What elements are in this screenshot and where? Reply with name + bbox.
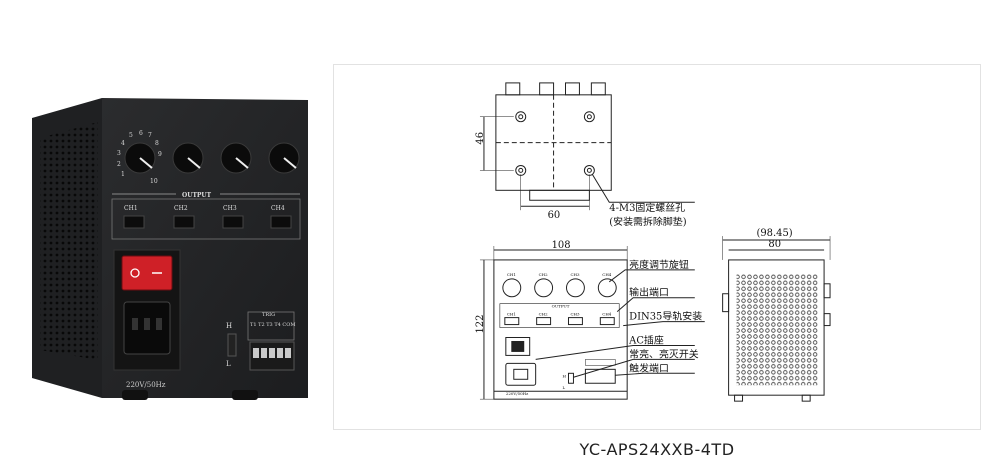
- hole-note-line1: 4-M3固定螺丝孔: [609, 201, 685, 214]
- front-power-switch: [505, 337, 531, 356]
- front-view-dim-height: 122: [475, 315, 486, 334]
- front-knob: [597, 278, 617, 298]
- output-connector[interactable]: [270, 215, 292, 229]
- dial-number: 7: [148, 132, 152, 139]
- knob-ch4[interactable]: [268, 142, 300, 174]
- top-view-dim-height: 46: [475, 132, 486, 145]
- switch-high-label: H: [226, 322, 232, 330]
- channel-label: CH2: [174, 205, 188, 212]
- dial-number: 4: [121, 140, 125, 147]
- knob-ch3[interactable]: [220, 142, 252, 174]
- dial-number: 5: [129, 132, 133, 139]
- front-knob: [502, 278, 522, 298]
- front-view-dim-width: 108: [552, 240, 571, 251]
- drawing-canvas: 46 60 4-M3固定螺丝孔 (安装需拆除脚垫) 108 122 亮度调节旋钮…: [475, 82, 831, 402]
- callout-switch: 常亮、亮灭开关: [629, 347, 699, 360]
- trig-label: TRIG: [262, 312, 275, 318]
- channel-label: CH1: [124, 205, 138, 212]
- front-knob: [534, 278, 554, 298]
- front-channel-label: CH1: [507, 312, 516, 317]
- knob-ch1[interactable]: [124, 142, 156, 174]
- output-panel: [111, 198, 301, 240]
- dial-number: 8: [155, 140, 159, 147]
- mount-hole: [583, 111, 595, 123]
- output-connector[interactable]: [123, 215, 145, 229]
- front-view-body: [493, 259, 628, 400]
- mode-toggle-switch[interactable]: [227, 333, 237, 357]
- callout-din-rail: DIN35导轨安装: [629, 310, 702, 323]
- dial-number: 10: [150, 178, 158, 185]
- foot: [232, 390, 258, 400]
- trig-terminals-label: T1 T2 T3 T4 COM: [250, 322, 295, 328]
- mount-hole: [515, 111, 527, 123]
- mount-hole: [515, 164, 527, 176]
- channel-label: CH3: [223, 205, 237, 212]
- front-switch-low: L: [563, 385, 566, 390]
- output-label: OUTPUT: [182, 192, 212, 199]
- callout-knob: 亮度调节旋钮: [629, 258, 689, 271]
- top-view-dim-width: 60: [548, 210, 561, 221]
- side-view-dim-overall: (98.45): [756, 228, 792, 239]
- front-channel-label: CH2: [539, 312, 548, 317]
- front-channel-label: CH3: [570, 272, 579, 277]
- dial-number: 3: [117, 150, 121, 157]
- power-rating-label: 220V/50Hz: [126, 381, 166, 389]
- callout-output-port: 输出端口: [629, 286, 669, 299]
- dial-number: 2: [117, 161, 121, 168]
- front-switch-high: H: [563, 373, 567, 378]
- power-switch[interactable]: [121, 255, 173, 291]
- dial-number: 6: [139, 130, 143, 137]
- side-view-body: [728, 259, 825, 396]
- front-channel-label: CH3: [570, 312, 579, 317]
- dial-number: 9: [158, 151, 162, 158]
- output-connector[interactable]: [222, 215, 244, 229]
- front-knob: [565, 278, 585, 298]
- mount-hole: [583, 164, 595, 176]
- hole-note-line2: (安装需拆除脚垫): [609, 215, 686, 228]
- side-view-dim-body: 80: [768, 239, 781, 250]
- front-channel-label: CH1: [507, 272, 516, 277]
- foot: [122, 390, 148, 400]
- front-channel-label: CH4: [602, 312, 611, 317]
- product-model-caption: YC-APS24XXB-4TD: [579, 440, 735, 459]
- product-photo: 1 2 3 4 5 6 7 8 9 10 OUTPUT CH1 CH2 CH3 …: [32, 98, 308, 400]
- output-connector[interactable]: [173, 215, 195, 229]
- channel-label: CH4: [271, 205, 285, 212]
- front-channel-label: CH2: [539, 272, 548, 277]
- dial-number: 1: [121, 171, 125, 178]
- front-power-rating: 220V/50Hz: [506, 391, 528, 396]
- front-ac-socket: [505, 362, 537, 386]
- callout-trigger: 触发端口: [629, 361, 669, 374]
- front-output-label: OUTPUT: [552, 304, 570, 309]
- front-channel-label: CH4: [602, 272, 611, 277]
- callout-ac-socket: AC插座: [628, 333, 664, 346]
- knob-ch2[interactable]: [172, 142, 204, 174]
- switch-low-label: L: [226, 360, 231, 368]
- technical-drawing: 46 60 4-M3固定螺丝孔 (安装需拆除脚垫) 108 122 亮度调节旋钮…: [333, 64, 981, 430]
